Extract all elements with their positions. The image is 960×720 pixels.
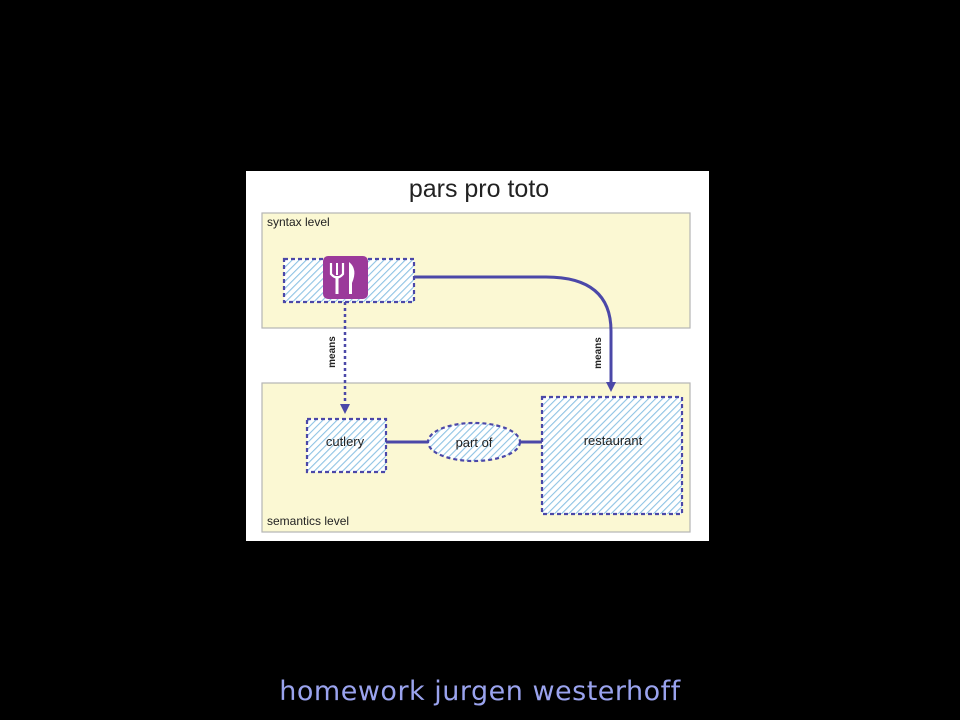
means-arrow-right [414,275,616,392]
pars-pro-toto-diagram: pars pro toto syntax level semantics lev… [246,171,709,541]
semantics-level-label: semantics level [267,514,349,528]
restaurant-label: restaurant [584,433,643,448]
cutlery-label: cutlery [326,434,365,449]
diagram-title: pars pro toto [409,175,549,203]
means-label-right: means [593,337,604,369]
restaurant-node [540,395,684,516]
footer-caption: homework jurgen westerhoff [279,676,681,707]
part-of-label: part of [456,435,493,450]
fork-knife-icon [323,256,368,299]
means-label-left: means [327,336,338,368]
syntax-level-label: syntax level [267,215,330,229]
cutlery-node [305,417,388,474]
part-of-relation [426,421,522,463]
